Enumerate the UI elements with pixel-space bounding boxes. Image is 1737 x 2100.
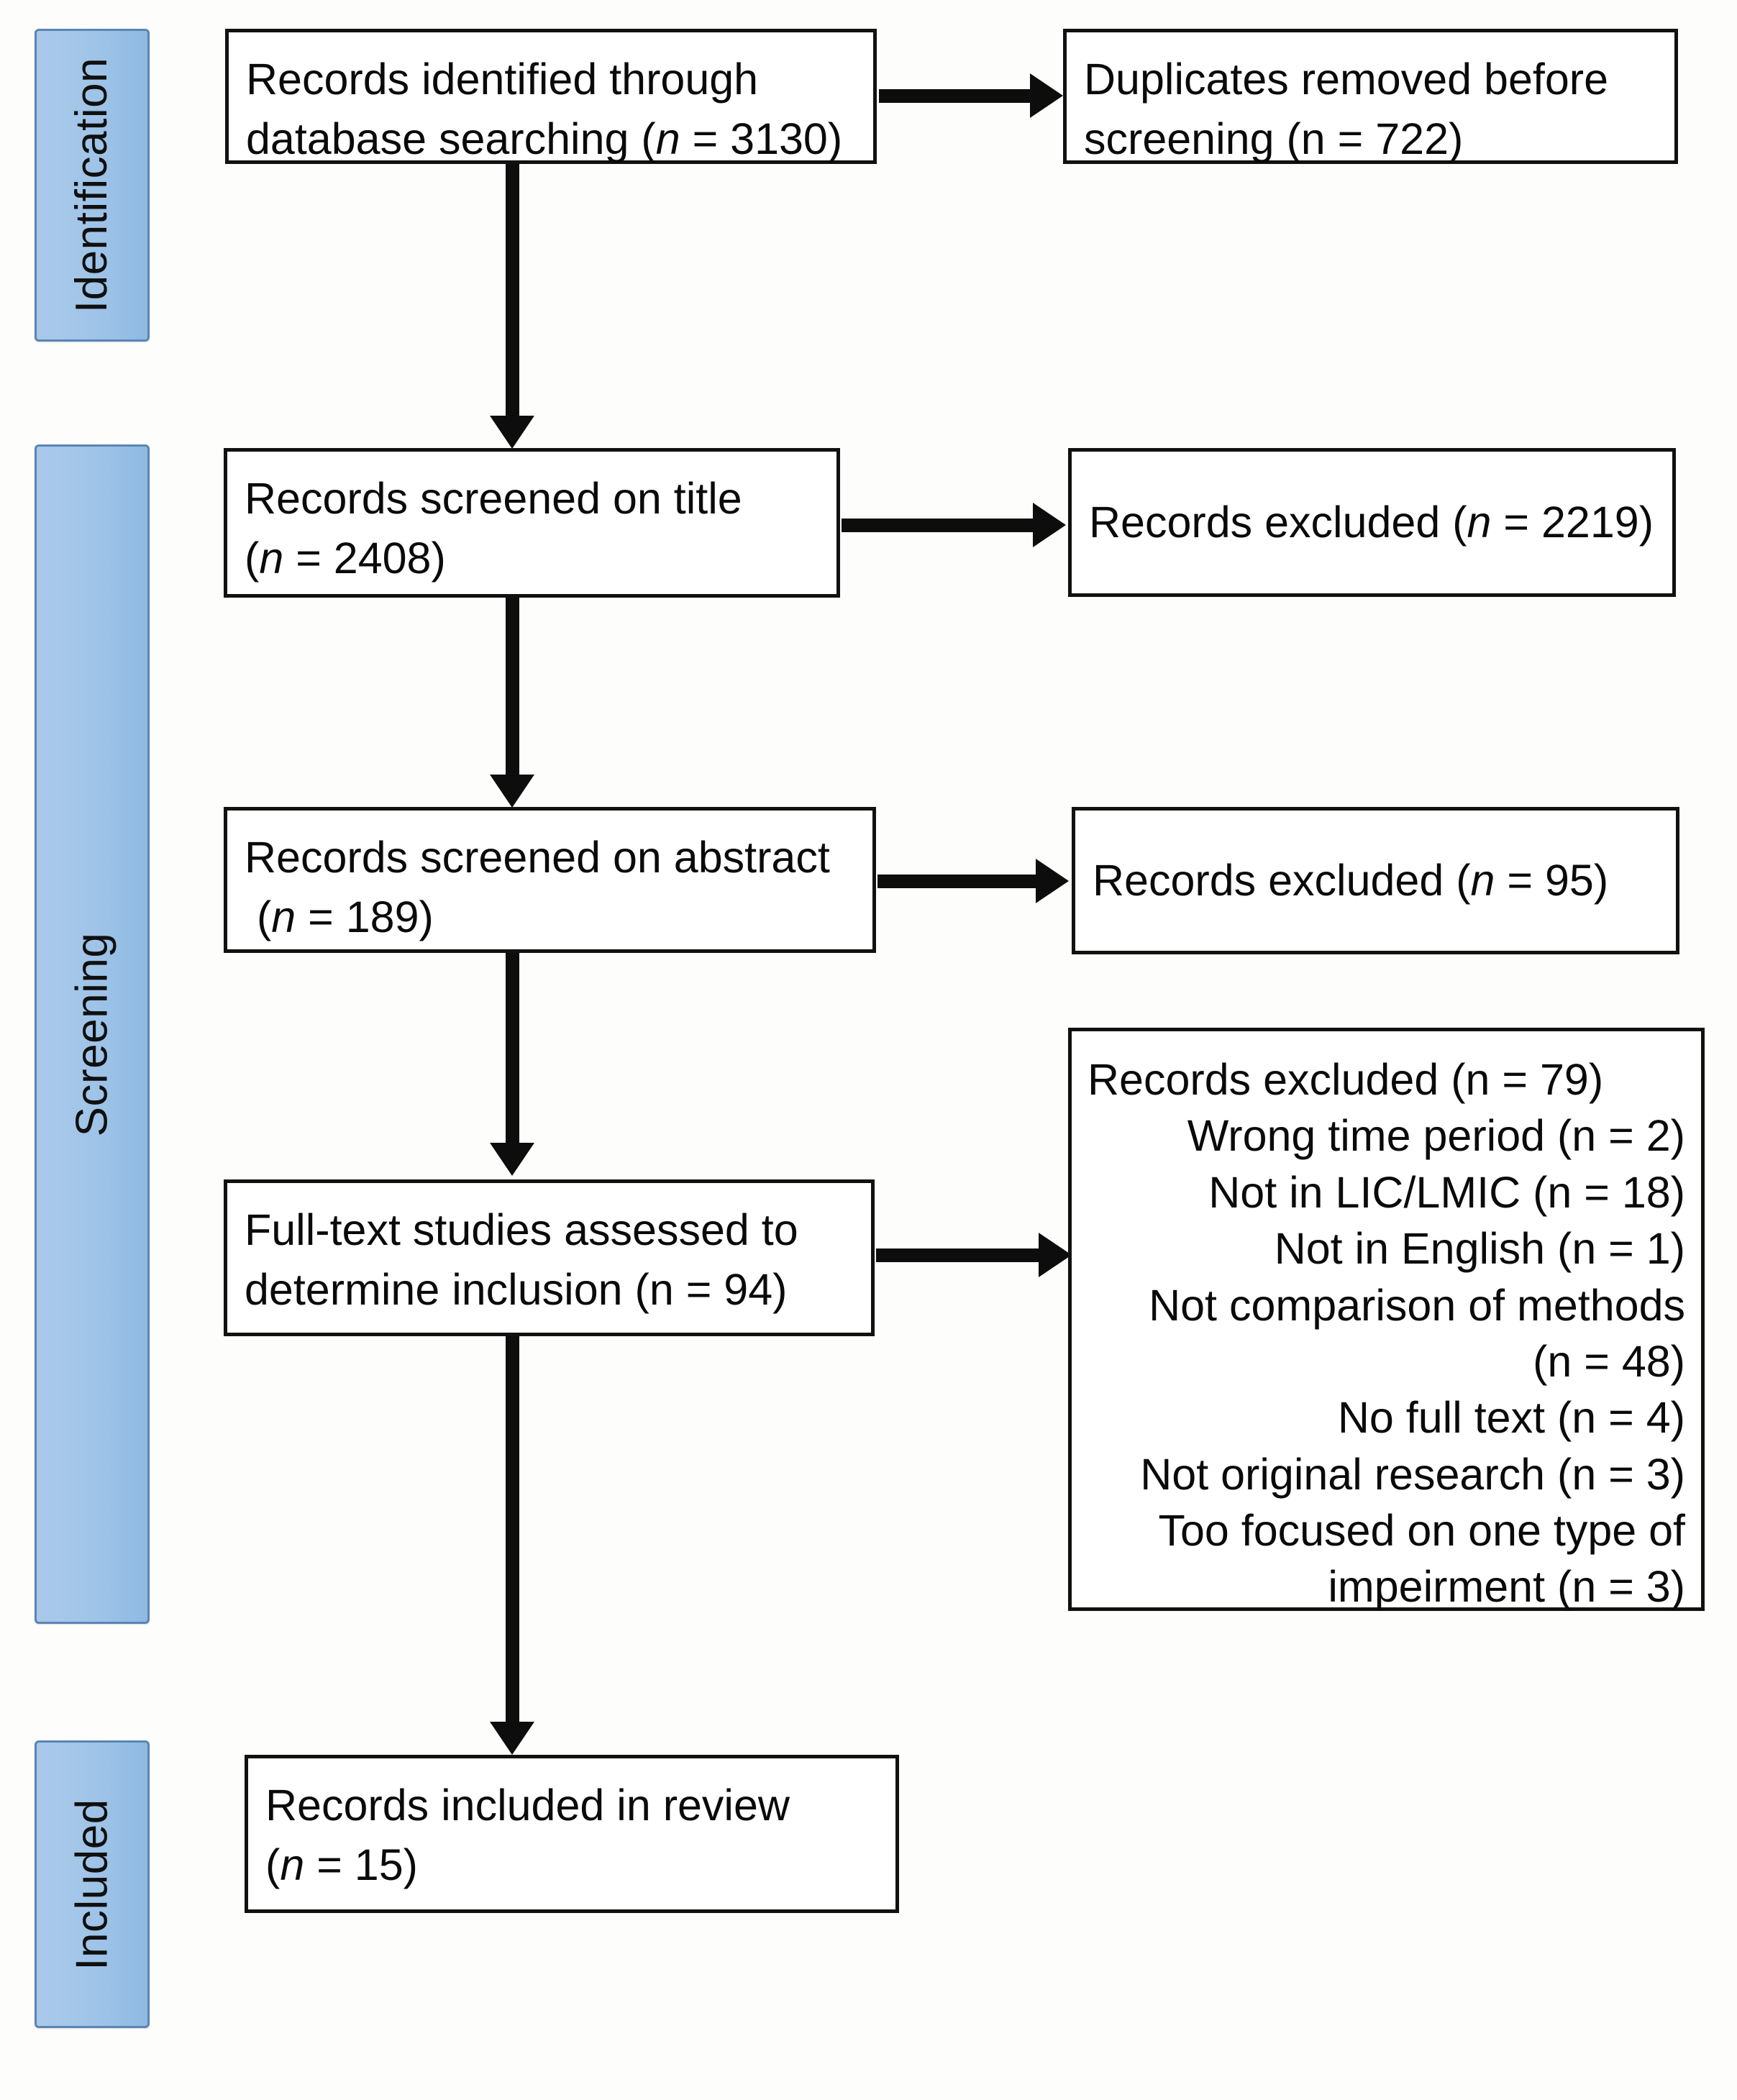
box-records-included: Records included in review (n = 15) (245, 1755, 899, 1913)
text-fragment: = 189) (296, 892, 434, 942)
excluded-reason-line: Not original research (n = 3) (1140, 1449, 1685, 1499)
arrow-shaft (506, 598, 519, 776)
box-full-text-assessed-line1: Full-text studies assessed to (245, 1205, 798, 1254)
stage-label-included: Included (67, 1798, 117, 1971)
text-fragment: determine inclusion ( (245, 1265, 649, 1315)
text-fragment: = 722) (1325, 114, 1464, 164)
stage-bar-included: Included (35, 1740, 150, 2028)
box-records-identified-line2: database searching (n = 3130) (229, 108, 873, 168)
arrow-shaft (876, 1248, 1040, 1262)
text-fragment: = 3130) (680, 114, 843, 164)
excluded-reason-line: Records excluded (n = 79) (1088, 1055, 1604, 1104)
stage-label-screening: Screening (67, 932, 117, 1136)
text-fragment: = 94) (673, 1265, 788, 1315)
text-fragment: = 95) (1495, 855, 1609, 905)
text-fragment: database searching ( (246, 114, 656, 164)
box-records-included-line2: (n = 15) (248, 1834, 895, 1894)
n-symbol: n (1470, 855, 1495, 905)
n-symbol: n (280, 1840, 305, 1890)
n-symbol: n (649, 1265, 674, 1315)
n-symbol: n (655, 114, 680, 164)
arrow-head (1033, 503, 1066, 547)
text-fragment: screening ( (1084, 114, 1301, 164)
arrow-head (1036, 859, 1069, 903)
box-records-excluded-fulltext: Records excluded (n = 79) Wrong time per… (1068, 1028, 1705, 1611)
text-fragment: ( (265, 1840, 281, 1890)
box-full-text-assessed-line2: determine inclusion (n = 94) (227, 1259, 871, 1318)
excluded-reason-line: No full text (n = 4) (1337, 1393, 1685, 1443)
excluded-reason-line: Wrong time period (n = 2) (1187, 1111, 1685, 1161)
excluded-reason-line: impeirment (n = 3) (1328, 1562, 1685, 1612)
stage-bar-screening: Screening (35, 444, 150, 1624)
box-records-screened-abstract-line2: (n = 189) (227, 886, 872, 946)
excluded-reason-line: Not in LIC/LMIC (n = 18) (1208, 1167, 1685, 1217)
n-symbol: n (271, 892, 296, 942)
text-fragment: = 15) (304, 1840, 418, 1890)
excluded-reason-line: (n = 48) (1533, 1336, 1685, 1386)
arrow-head (1030, 73, 1063, 118)
box-records-identified-line1: Records identified through (246, 55, 759, 104)
box-full-text-assessed: Full-text studies assessed to determine … (224, 1179, 875, 1336)
arrow-shaft (879, 89, 1031, 103)
stage-bar-identification: Identification (35, 29, 150, 342)
box-records-screened-title: Records screened on title (n = 2408) (224, 448, 840, 598)
n-symbol: n (1467, 497, 1492, 547)
arrow-shaft (506, 164, 519, 417)
arrow-head (490, 1722, 534, 1755)
text-fragment: Records excluded ( (1089, 497, 1467, 547)
text-fragment: ( (245, 892, 272, 942)
box-records-excluded-title: Records excluded (n = 2219) (1068, 448, 1676, 597)
text-fragment: ( (245, 534, 260, 583)
box-records-excluded-abstract-line1: Records excluded (n = 95) (1075, 852, 1676, 909)
box-duplicates-removed-line2: screening (n = 722) (1067, 108, 1674, 168)
arrow-shaft (842, 519, 1034, 532)
n-symbol: n (259, 534, 284, 583)
arrow-head (1039, 1233, 1072, 1277)
excluded-reason-line: Not comparison of methods (1149, 1280, 1685, 1330)
excluded-reason-line: Too focused on one type of (1158, 1506, 1685, 1555)
box-records-excluded-abstract: Records excluded (n = 95) (1072, 807, 1679, 954)
text-fragment: Records excluded ( (1093, 855, 1471, 905)
text-fragment: = 2219) (1491, 497, 1654, 547)
box-records-identified: Records identified through database sear… (225, 29, 877, 164)
excluded-reason-line: Not in English (n = 1) (1274, 1224, 1685, 1274)
text-fragment: = 2408) (283, 534, 446, 583)
box-duplicates-removed-line1: Duplicates removed before (1084, 55, 1608, 104)
arrow-head (490, 1143, 534, 1176)
box-duplicates-removed: Duplicates removed before screening (n =… (1063, 29, 1678, 164)
arrow-head (490, 775, 534, 808)
box-records-screened-abstract: Records screened on abstract (n = 189) (224, 807, 876, 953)
box-records-screened-title-line1: Records screened on title (245, 474, 742, 523)
arrow-shaft (506, 1336, 519, 1723)
box-records-screened-title-line2: (n = 2408) (227, 527, 836, 587)
arrow-head (490, 416, 534, 449)
box-records-screened-abstract-line1: Records screened on abstract (245, 833, 830, 882)
box-records-included-line1: Records included in review (265, 1781, 790, 1830)
n-symbol: n (1300, 114, 1326, 164)
box-records-excluded-title-line1: Records excluded (n = 2219) (1072, 494, 1672, 551)
stage-label-identification: Identification (67, 57, 117, 314)
arrow-shaft (506, 953, 519, 1144)
arrow-shaft (877, 875, 1037, 888)
